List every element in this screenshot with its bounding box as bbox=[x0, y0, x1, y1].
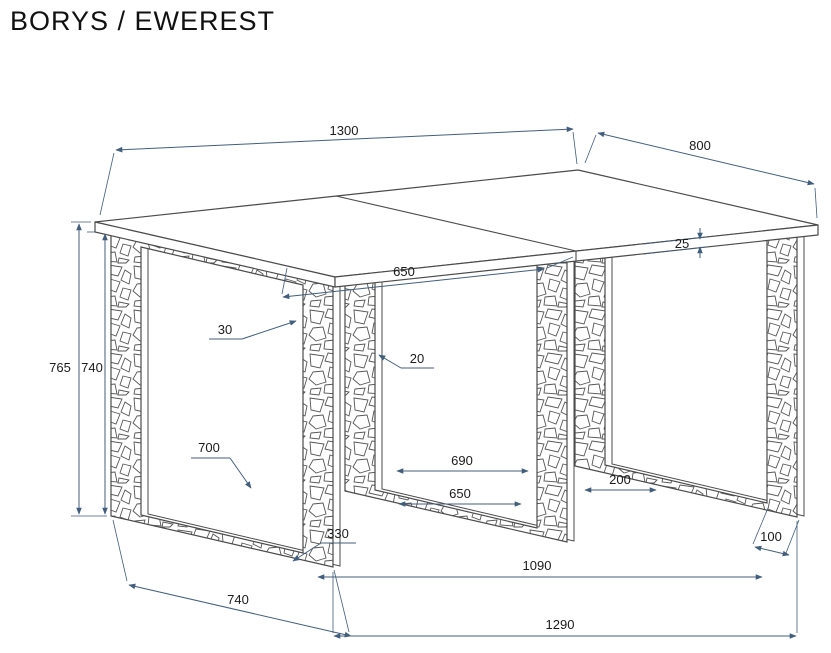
dimension-line bbox=[754, 545, 790, 557]
dimension-line bbox=[115, 126, 574, 153]
extension-line bbox=[112, 519, 128, 582]
dimension-leg-profile-width: 30 bbox=[209, 320, 297, 340]
dim-label-half-top-length: 650 bbox=[393, 264, 415, 279]
dimension-leg-foot-width: 100 bbox=[752, 507, 800, 557]
dim-label-top-thickness: 25 bbox=[675, 236, 689, 251]
dimension-top-length: 1300 bbox=[99, 123, 578, 216]
dimension-top-depth: 800 bbox=[584, 131, 818, 219]
leader-arrow-line bbox=[378, 354, 402, 369]
dim-label-top-depth: 800 bbox=[689, 138, 711, 153]
extension-line bbox=[584, 134, 597, 164]
dimension-base-length: 1290 bbox=[332, 521, 798, 639]
leg-frame-left bbox=[110, 231, 341, 568]
extension-line bbox=[546, 256, 574, 269]
dim-label-outer-legs-span: 1090 bbox=[523, 558, 552, 573]
extension-line bbox=[814, 187, 818, 219]
tabletop-seam-line bbox=[335, 195, 577, 252]
dimension-line bbox=[282, 266, 545, 300]
dim-label-left-to-middle-leg-gap: 330 bbox=[327, 526, 349, 541]
leader-arrow-line bbox=[292, 542, 322, 562]
dimension-top-thickness: 25 bbox=[643, 228, 707, 258]
dim-label-base-length: 1290 bbox=[546, 617, 575, 632]
extension-line bbox=[99, 152, 115, 216]
dimension-left-to-middle-leg-gap: 330 bbox=[292, 526, 356, 562]
extension-line bbox=[752, 507, 769, 545]
dimension-middle-legs-span-outer: 690 bbox=[396, 453, 529, 474]
dimension-height-under-top: 740 bbox=[81, 231, 108, 515]
dimension-total-height: 765 bbox=[49, 221, 107, 517]
dim-label-leg-bar-thickness: 20 bbox=[410, 351, 424, 366]
dim-label-leg-inner-height: 700 bbox=[198, 440, 220, 455]
dim-label-top-length: 1300 bbox=[330, 123, 359, 138]
leader-arrow-line bbox=[229, 457, 252, 489]
dimension-half-top-length: 650 bbox=[281, 256, 574, 300]
dim-label-middle-legs-span-outer: 690 bbox=[451, 453, 473, 468]
dim-label-leg-depth: 740 bbox=[227, 592, 249, 607]
leader-arrow-line bbox=[241, 320, 297, 340]
dim-label-middle-to-right-leg-gap: 200 bbox=[609, 472, 631, 487]
dimension-middle-legs-span-inner: 650 bbox=[398, 486, 522, 507]
dimension-middle-to-right-leg-gap: 200 bbox=[584, 472, 657, 493]
extension-line bbox=[333, 569, 350, 633]
dimension-leg-bar-thickness: 20 bbox=[378, 351, 434, 369]
extension-line bbox=[643, 236, 707, 245]
extension-line bbox=[572, 131, 578, 165]
dimension-line bbox=[597, 131, 815, 186]
dim-label-middle-legs-span-inner: 650 bbox=[449, 486, 471, 501]
dimension-leg-inner-height: 700 bbox=[191, 440, 252, 489]
drawing-title: BORYS / EWEREST bbox=[10, 6, 276, 36]
dimension-leg-depth: 740 bbox=[112, 519, 352, 638]
tabletop bbox=[94, 169, 819, 288]
dim-label-total-height: 765 bbox=[49, 360, 71, 375]
dimension-line bbox=[128, 583, 352, 638]
dim-label-height-under-top: 740 bbox=[81, 360, 103, 375]
dimension-outer-legs-span: 1090 bbox=[317, 558, 763, 580]
extension-line bbox=[643, 246, 707, 255]
dim-label-leg-profile-width: 30 bbox=[218, 322, 232, 337]
dim-label-leg-foot-width: 100 bbox=[760, 529, 782, 544]
